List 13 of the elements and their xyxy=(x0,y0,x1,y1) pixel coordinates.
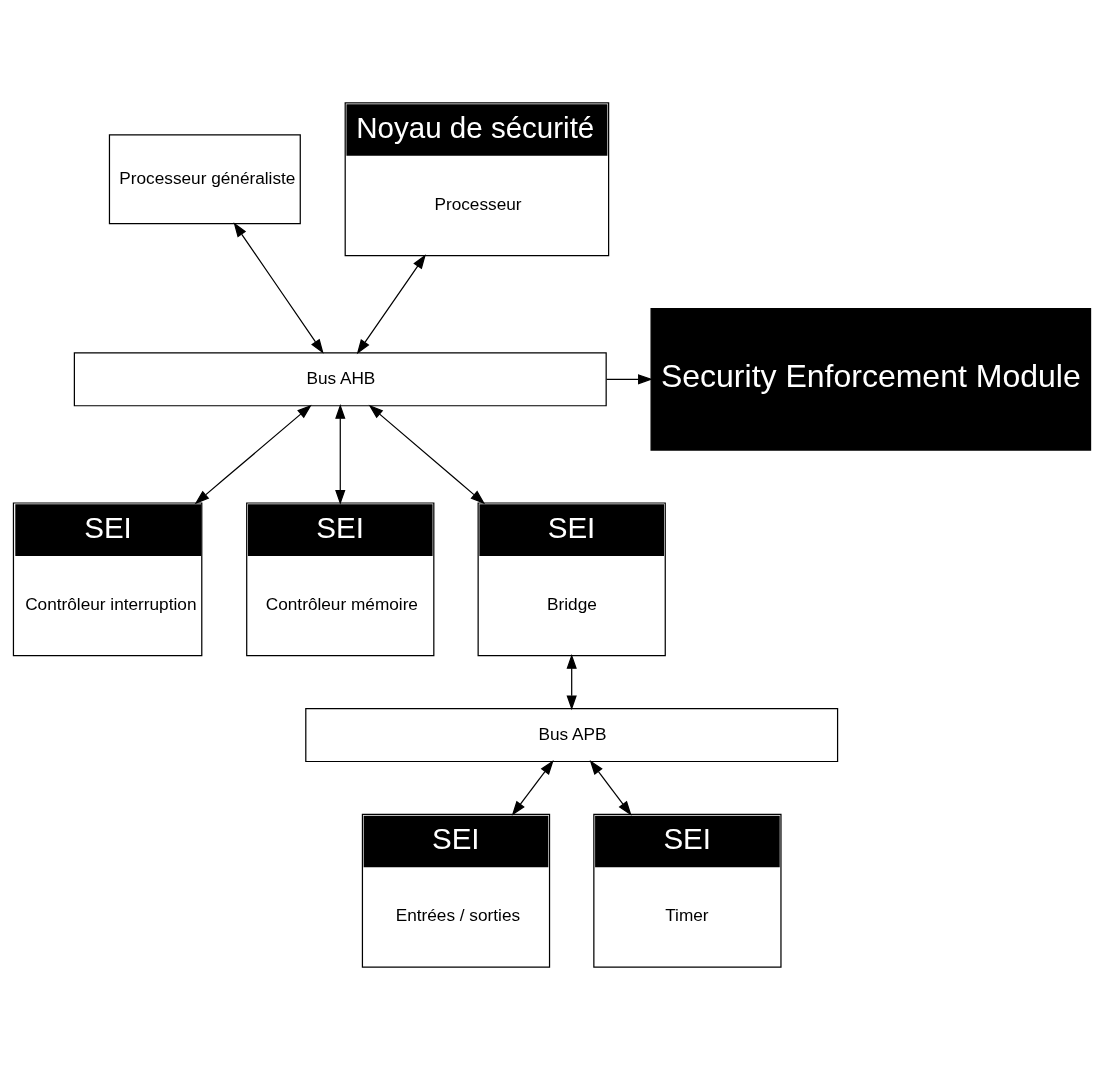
arrow xyxy=(511,760,554,816)
arrow xyxy=(605,374,653,385)
node-box: Bus APB xyxy=(305,707,839,763)
arrow xyxy=(368,404,486,505)
arrow xyxy=(194,404,312,505)
node-box: Processeur généraliste xyxy=(108,134,301,225)
node-box: Security Enforcement Module xyxy=(650,307,1092,451)
arrow xyxy=(566,653,577,711)
node-box: Bus AHB xyxy=(73,352,607,407)
arrow xyxy=(335,404,346,505)
arrow xyxy=(233,222,324,354)
arrow xyxy=(356,254,426,355)
arrow xyxy=(589,760,632,816)
